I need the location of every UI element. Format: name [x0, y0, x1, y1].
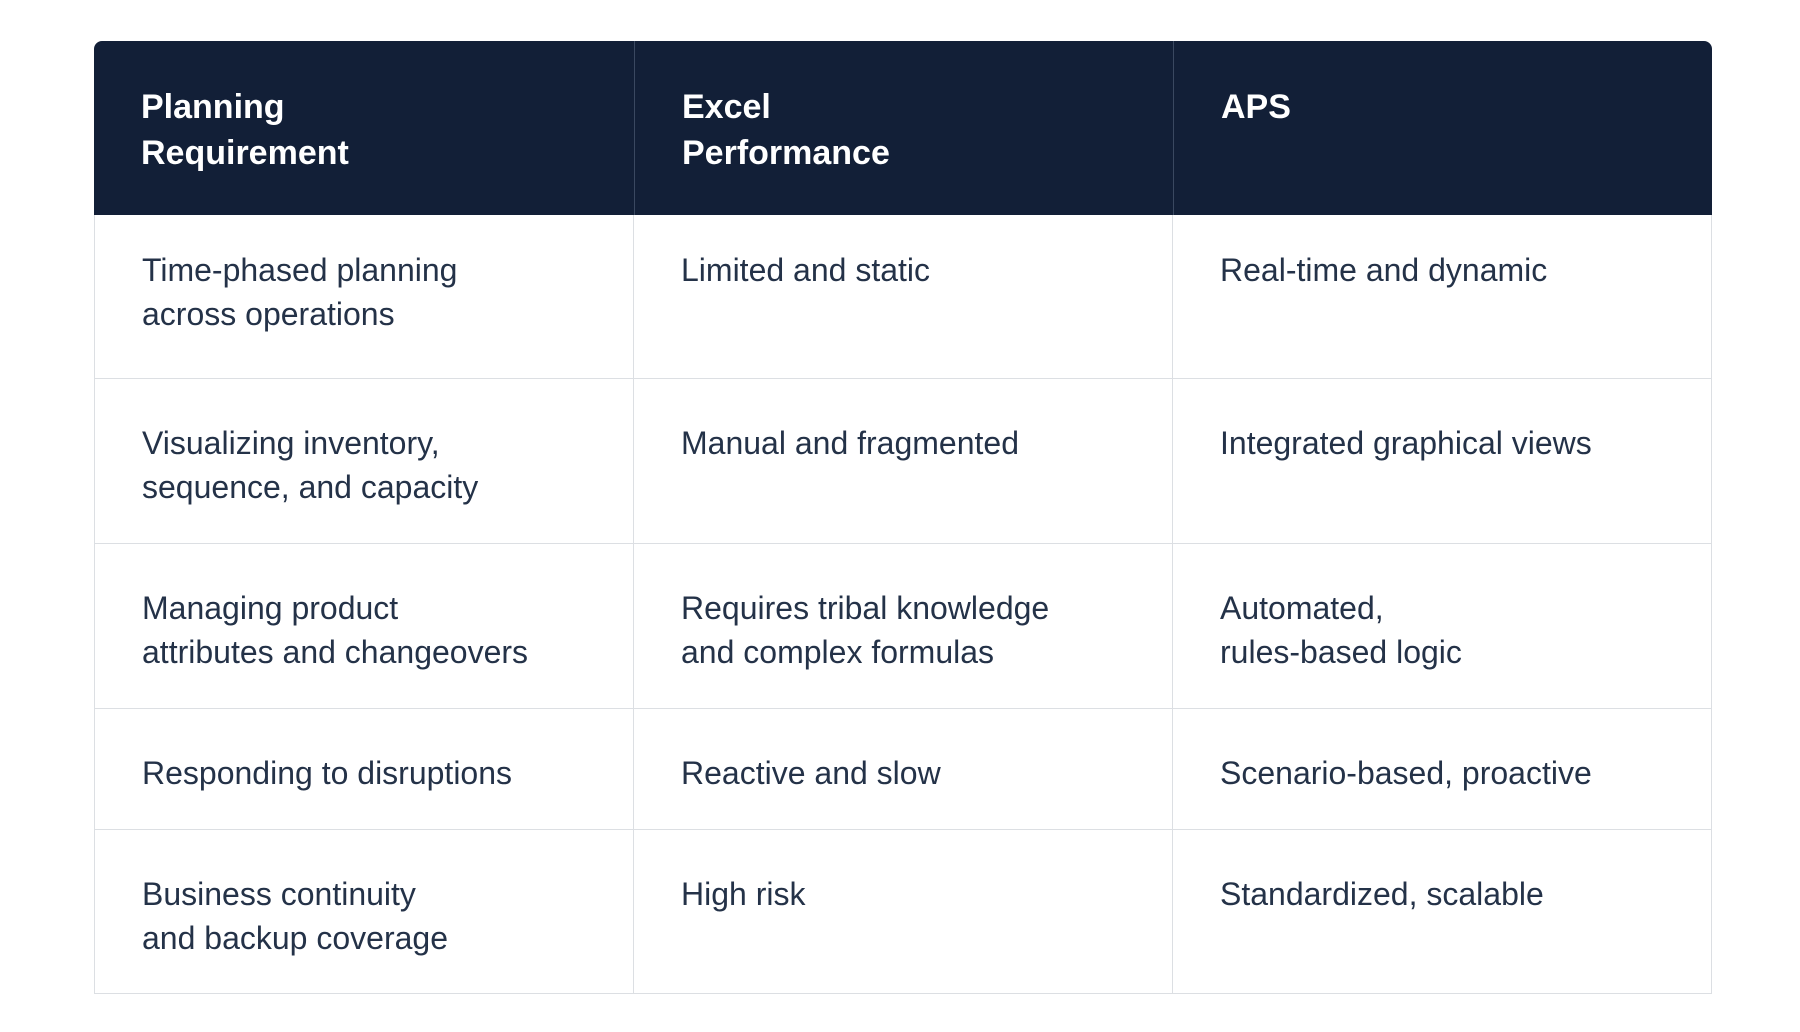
cell-excel: High risk [634, 830, 1173, 994]
header-excel-performance: Excel Performance [634, 41, 1173, 215]
cell-aps: Scenario-based, proactive [1173, 709, 1712, 830]
header-aps: APS [1173, 41, 1712, 215]
cell-excel: Requires tribal knowledge and complex fo… [634, 544, 1173, 709]
cell-requirement: Managing product attributes and changeov… [94, 544, 634, 709]
cell-requirement: Time-phased planning across operations [94, 215, 634, 379]
comparison-table-container: Planning Requirement Excel Performance A… [94, 41, 1712, 994]
cell-aps: Integrated graphical views [1173, 379, 1712, 544]
cell-aps: Real-time and dynamic [1173, 215, 1712, 379]
table-row: Visualizing inventory, sequence, and cap… [94, 379, 1712, 544]
cell-requirement: Visualizing inventory, sequence, and cap… [94, 379, 634, 544]
cell-requirement: Business continuity and backup coverage [94, 830, 634, 994]
cell-aps: Standardized, scalable [1173, 830, 1712, 994]
table-header: Planning Requirement Excel Performance A… [94, 41, 1712, 215]
header-planning-requirement: Planning Requirement [94, 41, 634, 215]
table-body: Time-phased planning across operations L… [94, 215, 1712, 994]
header-row: Planning Requirement Excel Performance A… [94, 41, 1712, 215]
table-row: Time-phased planning across operations L… [94, 215, 1712, 379]
cell-aps: Automated, rules-based logic [1173, 544, 1712, 709]
table-row: Managing product attributes and changeov… [94, 544, 1712, 709]
comparison-table: Planning Requirement Excel Performance A… [94, 41, 1712, 994]
table-row: Business continuity and backup coverage … [94, 830, 1712, 994]
cell-excel: Limited and static [634, 215, 1173, 379]
cell-excel: Manual and fragmented [634, 379, 1173, 544]
cell-requirement: Responding to disruptions [94, 709, 634, 830]
cell-excel: Reactive and slow [634, 709, 1173, 830]
table-row: Responding to disruptions Reactive and s… [94, 709, 1712, 830]
